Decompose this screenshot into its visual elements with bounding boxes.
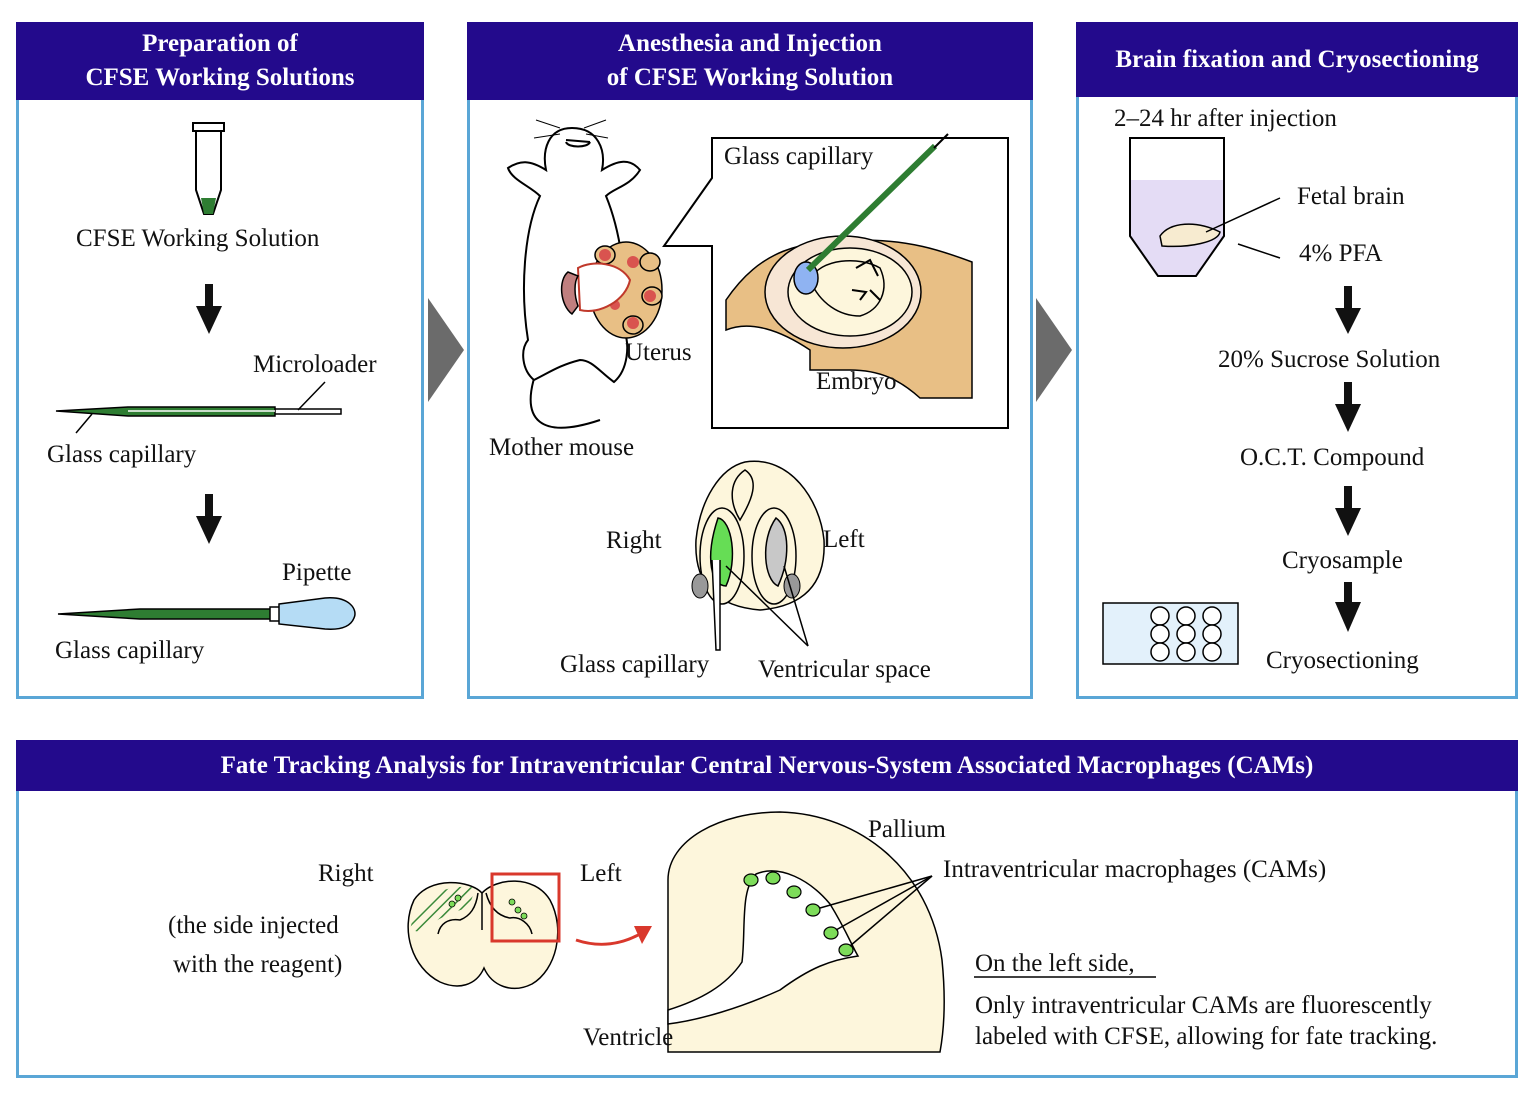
note-line1: Only intraventricular CAMs are fluoresce… [975, 992, 1432, 1019]
ventricular-space-label: Ventricular space [758, 656, 931, 683]
panel-fate-tracking-header: Fate Tracking Analysis for Intraventricu… [16, 740, 1518, 791]
fetal-brain-label: Fetal brain [1297, 183, 1405, 210]
note-heading: On the left side, [975, 950, 1135, 977]
ventricle-label: Ventricle [583, 1024, 674, 1051]
arrow-down-icon [196, 494, 222, 544]
callout-embryo-box [662, 133, 1009, 429]
panel-fixation-title: Brain fixation and Cryosectioning [1115, 45, 1479, 73]
glass-capillary-label: Glass capillary [560, 651, 710, 678]
slide-icon [1102, 602, 1239, 665]
pallium-label: Pallium [868, 816, 946, 843]
uterus-label: Uterus [625, 339, 692, 366]
oct-step-label: O.C.T. Compound [1240, 444, 1425, 471]
pfa-label: 4% PFA [1299, 240, 1383, 267]
fetal-brain-icon [691, 460, 825, 651]
embryo-label: Embryo [816, 368, 897, 395]
panel-fate-tracking-title: Fate Tracking Analysis for Intraventricu… [220, 751, 1314, 779]
left-label: Left [580, 860, 622, 887]
cfse-solution-label: CFSE Working Solution [76, 225, 320, 252]
pipette-icon [57, 597, 356, 630]
microloader-label: Microloader [253, 351, 377, 378]
glass-capillary-label: Glass capillary [47, 441, 197, 468]
panel-preparation-title-line2: CFSE Working Solutions [85, 64, 355, 91]
brain-section-icon [407, 872, 561, 989]
tube-icon [192, 122, 225, 215]
left-label: Left [823, 526, 865, 553]
sucrose-step-label: 20% Sucrose Solution [1218, 346, 1441, 373]
pallium-zoom-icon [667, 811, 1156, 1053]
note-line2: labeled with CFSE, allowing for fate tra… [975, 1023, 1438, 1050]
uterus-icon [560, 241, 663, 339]
chevron-right-icon [1036, 298, 1072, 402]
chevron-right-icon [428, 298, 464, 402]
arrow-down-icon [196, 284, 222, 334]
vial-icon [1129, 137, 1281, 277]
right-label: Right [318, 860, 374, 887]
panel-preparation-header: Preparation of CFSE Working Solutions [16, 22, 424, 100]
panel-injection-header: Anesthesia and Injection of CFSE Working… [467, 22, 1033, 100]
mother-mouse-label: Mother mouse [489, 434, 635, 461]
arrow-down-icon [1335, 286, 1361, 334]
cryosample-step-label: Cryosample [1282, 547, 1403, 574]
glass-capillary-label: Glass capillary [724, 143, 874, 170]
right-note-line1: (the side injected [168, 912, 339, 939]
panel-fixation-header: Brain fixation and Cryosectioning [1076, 22, 1518, 97]
panel-fixation [1076, 22, 1518, 699]
right-label: Right [606, 527, 662, 554]
pipette-label: Pipette [282, 559, 352, 586]
panel-injection-title-line1: Anesthesia and Injection [618, 30, 882, 57]
right-note-line2: with the reagent) [173, 951, 343, 978]
zoom-arrow-icon [575, 926, 652, 946]
arrow-down-icon [1335, 382, 1361, 432]
arrow-down-icon [1335, 486, 1361, 536]
capillary-microloader-icon [55, 381, 342, 434]
time-label: 2–24 hr after injection [1114, 105, 1337, 132]
arrow-down-icon [1335, 582, 1361, 632]
glass-capillary-label: Glass capillary [55, 637, 205, 664]
cams-label: Intraventricular macrophages (CAMs) [943, 856, 1327, 883]
panel-injection-title-line2: of CFSE Working Solution [606, 64, 894, 91]
panel-preparation-title-line1: Preparation of [142, 30, 298, 57]
cryosectioning-step-label: Cryosectioning [1266, 647, 1419, 674]
